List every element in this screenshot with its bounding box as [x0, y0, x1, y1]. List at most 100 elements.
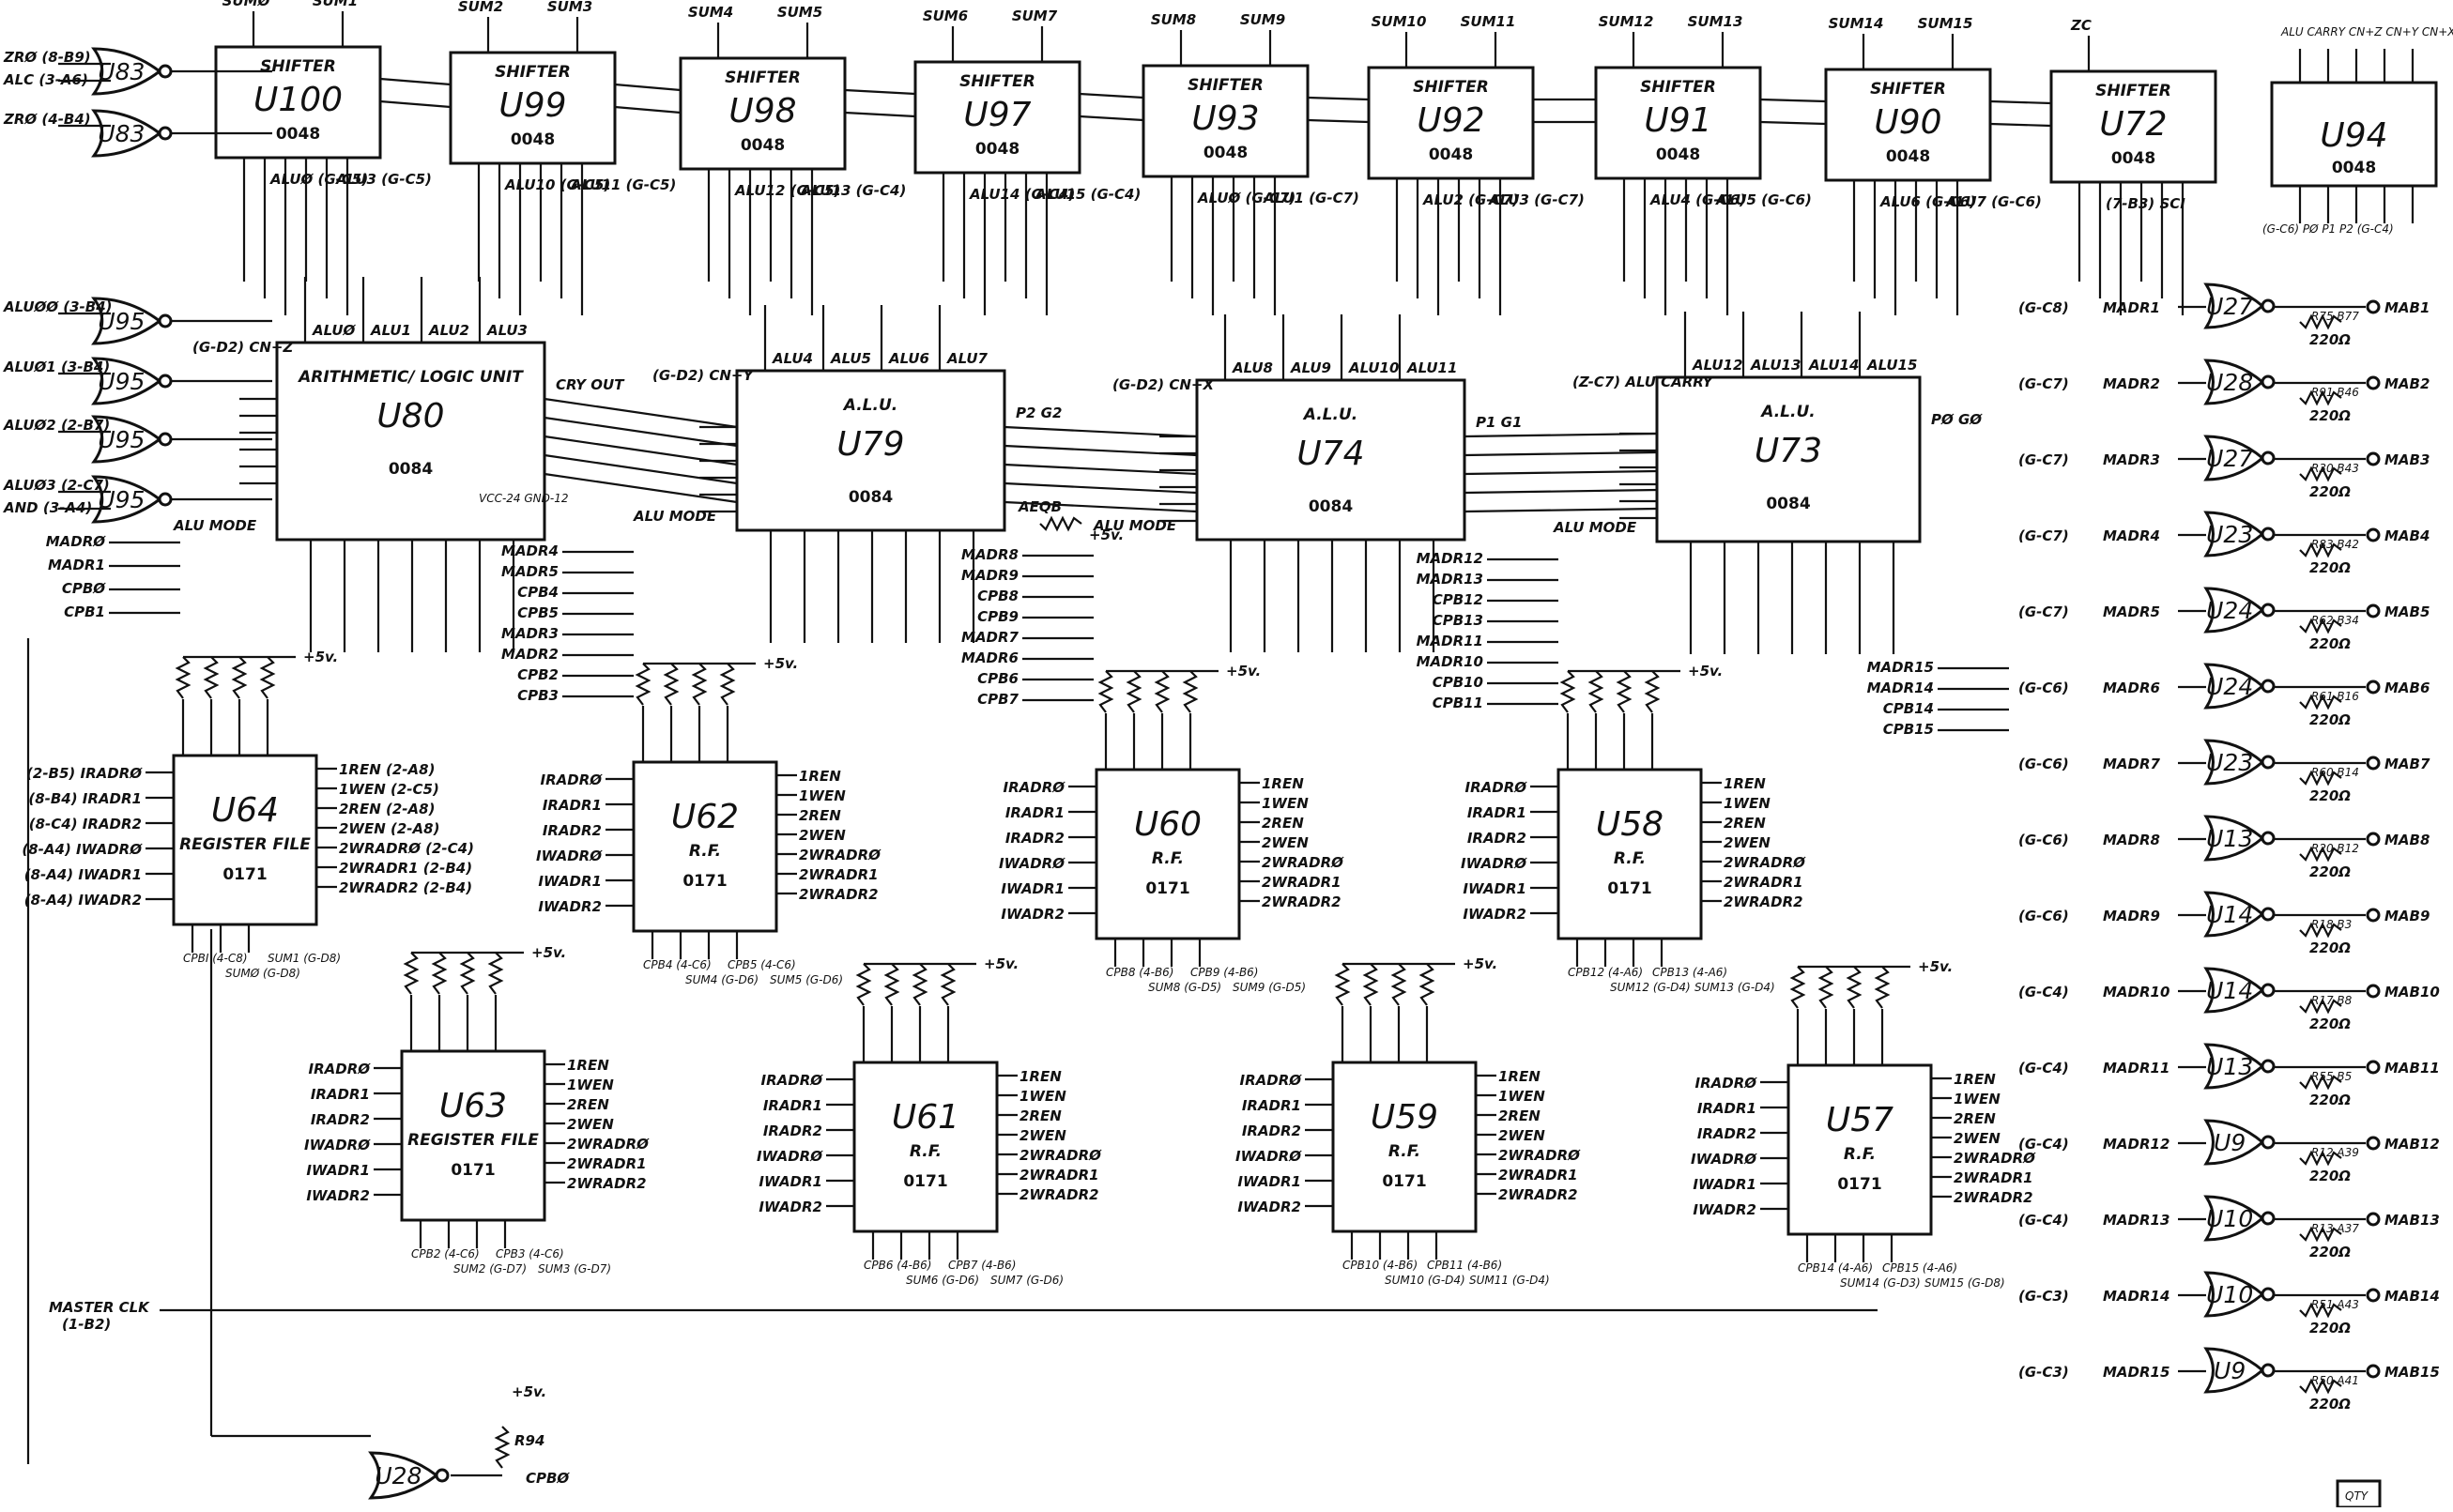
shifter-id: U98: [728, 92, 796, 130]
wire: [844, 111, 916, 118]
alu-mode-label: ALU MODE: [173, 517, 257, 534]
rf-left-label: (8-A4) IWADR2: [24, 892, 142, 909]
wire: [1004, 463, 1198, 476]
alu-part: 0084: [1766, 495, 1810, 513]
u94-bottom-label: (G-C6) PØ P1 P2 (G-C4): [2262, 222, 2394, 236]
rf-bottom-label: CPB10 (4-B6): [1342, 1259, 1418, 1272]
alu-carry-out-label: P1 G1: [1476, 414, 1522, 431]
resistor-symbol: [2299, 542, 2342, 558]
resistor-symbol: [2299, 389, 2342, 406]
gate-label: U24: [2206, 673, 2253, 700]
shifter-input-label: SUM6: [923, 8, 968, 24]
alu-title: A.L.U.: [1759, 403, 1815, 421]
rf-bottom-label: SUM3 (G-D7): [538, 1262, 611, 1275]
gate-label: U27: [2206, 445, 2253, 472]
shifter-input-label: SUM4: [688, 4, 733, 21]
rf-left-label: IRADRØ: [1465, 779, 1528, 796]
rf-left-label: IRADR2: [311, 1111, 370, 1128]
rf-right-label: 2WRADRØ (2-C4): [339, 840, 474, 857]
shifter-part: 0048: [1429, 145, 1473, 164]
bus-signal-label: MADR3: [501, 625, 559, 642]
rf-bottom-label: CPB14 (4-A6): [1798, 1261, 1873, 1275]
input-gate-u83: U83: [91, 47, 173, 96]
driver-ohm-label: 220Ω: [2309, 787, 2351, 804]
shifter-u98: [679, 56, 847, 171]
alu-carry-out-label: PØ GØ: [1931, 411, 1983, 428]
register-file-u62: [632, 760, 778, 933]
rf-right-label: 2REN: [799, 807, 841, 824]
driver-output-label: MAB7: [2384, 756, 2430, 772]
rf-right-label: 2WRADRØ: [1954, 1150, 2036, 1167]
input-gate-label: ALUØ1 (3-B4): [3, 359, 110, 375]
resistor-symbol: [2299, 922, 2342, 939]
driver-resistor-label: R55 B5: [2311, 1070, 2352, 1083]
alu-mode-label: ALU MODE: [1553, 519, 1637, 536]
shifter-title: SHIFTER: [1870, 80, 1946, 99]
resistor-symbol: [494, 1426, 511, 1469]
rf-right-label: 2WEN: [1020, 1127, 1066, 1144]
driver-ohm-label: 220Ω: [2309, 1396, 2351, 1413]
shifter-title: SHIFTER: [1188, 76, 1264, 95]
shifter-output-label: ALU3 (G-C7): [1488, 191, 1585, 208]
u94-header: ALU CARRY CN+Z CN+Y CN+X: [2280, 25, 2453, 38]
rf-left-label: (8-A4) IWADRØ: [22, 841, 143, 858]
rf-left-label: IWADRØ: [1235, 1148, 1302, 1165]
rf-bottom-label: SUM8 (G-D5): [1148, 981, 1221, 994]
gate-label: U83: [98, 120, 145, 147]
input-gate-u95: U95: [91, 297, 173, 345]
alu-title: A.L.U.: [842, 396, 897, 415]
driver-output-label: MAB8: [2384, 832, 2430, 848]
shifter-input-label: SUM1: [313, 0, 358, 9]
alu-top-label: ALU12: [1692, 357, 1742, 374]
rf-right-label: 2WEN: [1724, 834, 1771, 851]
rf-left-label: IRADR2: [1242, 1123, 1301, 1139]
rf-left-label: IRADR1: [543, 797, 602, 814]
gate-label: U95: [98, 426, 145, 453]
shifter-output-label: ALU2 (G-C7): [1422, 191, 1519, 208]
rf-right-label: 2WRADR2: [1724, 893, 1803, 910]
rf-left-label: IRADRØ: [1695, 1075, 1758, 1092]
wire: [544, 397, 738, 429]
wire: [1307, 118, 1370, 124]
wire: [544, 472, 738, 504]
rf-right-label: 2REN: [1498, 1107, 1541, 1124]
connector-pin: [2366, 1288, 2381, 1303]
driver-output-label: MAB10: [2384, 984, 2440, 1000]
bottom-gate-u28: U28: [368, 1451, 450, 1500]
resistor-symbol: [2299, 1226, 2342, 1243]
rf-left-label: IWADR2: [1001, 906, 1065, 923]
driver-output-label: MAB1: [2384, 299, 2430, 316]
resistor-symbol: [940, 963, 957, 1006]
alu-top-label: ALU9: [1290, 359, 1331, 376]
input-gate-label: AND (3-A4): [3, 499, 92, 516]
driver-ref-label: (G-C7): [2018, 527, 2069, 544]
driver-output-label: MAB9: [2384, 908, 2430, 924]
driver-output-label: MAB4: [2384, 527, 2430, 544]
alu-top-label: ALUØ: [312, 322, 357, 339]
rf-left-label: IWADR2: [1463, 906, 1526, 923]
u94-part: 0048: [2332, 159, 2376, 177]
rf-right-label: 2WRADR2: [1020, 1186, 1099, 1203]
driver-output-label: MAB11: [2384, 1060, 2440, 1077]
connector-pin: [2366, 527, 2381, 542]
resistor-symbol: [203, 656, 220, 699]
driver-gate-u9: U9: [2203, 1347, 2276, 1394]
driver-gate-u14: U14: [2203, 891, 2276, 938]
driver-resistor-label: R60 B14: [2311, 766, 2359, 779]
register-file-u60: [1095, 768, 1241, 940]
driver-ref-label: (G-C6): [2018, 756, 2069, 772]
bus-signal-label: MADR5: [501, 563, 559, 580]
input-gate-u95: U95: [91, 357, 173, 405]
wire: [1464, 507, 1658, 513]
gate-label: U13: [2206, 1053, 2253, 1080]
register-file-u58: [1556, 768, 1703, 940]
resistor-symbol: [2299, 998, 2342, 1015]
connector-pin: [2366, 451, 2381, 466]
rf-bottom-label: SUM2 (G-D7): [453, 1262, 527, 1275]
alu-top-label: ALU1: [370, 322, 411, 339]
rf-right-label: 1REN (2-A8): [339, 761, 435, 778]
aeqb-label: AEQB: [1018, 498, 1062, 515]
rf-right-label: 2REN: [1954, 1110, 1996, 1127]
rf-bottom-label: CPB5 (4-C6): [728, 958, 796, 971]
shifter-input-label: SUM11: [1461, 13, 1516, 30]
